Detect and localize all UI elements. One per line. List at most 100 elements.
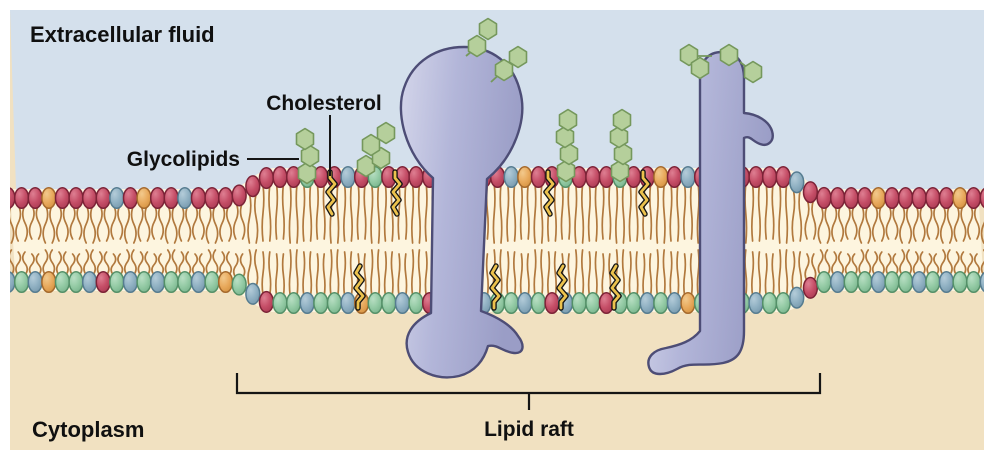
- label-extracellular-fluid: Extracellular fluid: [30, 22, 215, 47]
- cholesterol-molecule: [638, 169, 651, 217]
- glycolipid-hexagon: [555, 125, 575, 149]
- phospholipid-head: [10, 187, 16, 209]
- cholesterol-molecule: [543, 169, 556, 217]
- glycolipid-hexagon: [467, 34, 487, 58]
- glycolipid-hexagon: [690, 56, 710, 80]
- phospholipid-head: [925, 186, 941, 210]
- phospholipid-head: [95, 186, 111, 210]
- membrane-art: [10, 10, 984, 450]
- phospholipid-head: [122, 186, 139, 210]
- phospholipid-head: [54, 270, 71, 294]
- phospholipid-head: [27, 186, 43, 210]
- phospholipid-head: [789, 286, 805, 309]
- phospholipid-head: [802, 276, 819, 299]
- phospholipid-head: [925, 270, 941, 294]
- phospholipid-head: [802, 181, 819, 204]
- phospholipid-head: [258, 290, 275, 314]
- phospholipid-head: [952, 186, 968, 210]
- phospholipid-head: [13, 270, 30, 294]
- phospholipid-head: [163, 270, 179, 294]
- phospholipid-head: [653, 291, 669, 315]
- phospholipid-head: [245, 282, 261, 305]
- phospholipid-head: [938, 186, 955, 210]
- phospholipid-head: [163, 186, 179, 210]
- phospholipid-head: [789, 171, 805, 194]
- glycolipid-hexagon: [612, 108, 632, 132]
- phospholipid-head: [408, 165, 424, 189]
- phospholipid-head: [857, 270, 873, 294]
- phospholipid-head: [122, 270, 139, 294]
- phospholipid-head: [761, 291, 778, 315]
- glycolipid-hexagon: [679, 43, 699, 67]
- phospholipid-head: [136, 186, 152, 210]
- phospholipid-head: [897, 186, 914, 210]
- phospholipid-head: [816, 186, 832, 210]
- phospholipid-head: [204, 186, 220, 210]
- phospholipid-head: [979, 187, 984, 209]
- phospholipid-head: [245, 175, 261, 198]
- phospholipid-head: [299, 291, 315, 315]
- phospholipid-head: [639, 291, 655, 315]
- phospholipid-head: [13, 186, 30, 210]
- membrane-clipped-art: [10, 10, 984, 450]
- phospholipid-head: [884, 186, 900, 210]
- phospholipid-head: [938, 270, 955, 294]
- glycolipid-hexagon: [300, 144, 320, 168]
- phospholipid-head: [965, 186, 982, 210]
- phospholipid-head: [340, 165, 356, 189]
- phospholipid-head: [190, 270, 207, 294]
- phospholipid-head: [680, 165, 696, 189]
- transmembrane-protein-1: [399, 45, 524, 379]
- phospholipid-head: [258, 166, 275, 190]
- phospholipid-head: [217, 186, 234, 210]
- phospholipid-head: [952, 270, 968, 294]
- phospholipid-head: [585, 291, 601, 315]
- phospholipid-head: [571, 291, 587, 315]
- phospholipid-head: [666, 291, 683, 315]
- phospholipid-head: [95, 270, 111, 294]
- cholesterol-molecule: [390, 169, 403, 217]
- glycolipid-hexagon: [610, 159, 630, 183]
- phospholipid-head: [231, 273, 247, 296]
- glycolipid-molecules: [295, 17, 763, 185]
- phospholipid-head: [381, 291, 397, 315]
- phospholipid-head: [666, 165, 683, 189]
- phospholipid-head: [598, 291, 615, 315]
- phospholipid-head: [653, 165, 669, 189]
- phospholipid-head: [530, 165, 547, 189]
- phospholipid-head: [748, 165, 764, 189]
- glycolipid-hexagon: [609, 125, 629, 149]
- glycolipid-hexagon: [743, 60, 763, 84]
- phospholipid-head: [149, 186, 166, 210]
- phospholipid-head: [503, 291, 519, 315]
- phospholipid-head: [843, 186, 859, 210]
- glycolipid-hexagon: [556, 159, 576, 183]
- phospholipid-head: [680, 291, 696, 315]
- phospholipid-head: [177, 186, 193, 210]
- phospholipid-head: [394, 291, 411, 315]
- phospholipid-head: [68, 186, 84, 210]
- phospholipid-head: [775, 291, 791, 315]
- phospholipid-head: [965, 270, 982, 294]
- phospholipid-head: [857, 186, 873, 210]
- phospholipid-head: [217, 270, 234, 294]
- phospholipid-head: [41, 270, 57, 294]
- phospholipid-head: [884, 270, 900, 294]
- label-cholesterol: Cholesterol: [266, 92, 382, 115]
- phospholipid-head: [340, 291, 356, 315]
- glycolipid-hexagon: [478, 17, 498, 41]
- phospholipid-head: [272, 165, 288, 189]
- phospholipid-head: [27, 270, 43, 294]
- phospholipid-head: [761, 165, 778, 189]
- phospholipid-head: [81, 270, 98, 294]
- phospholipid-head: [517, 165, 533, 189]
- phospholipid-head: [911, 270, 927, 294]
- cholesterol-molecule: [353, 263, 366, 311]
- glycolipid-hexagon: [719, 43, 739, 67]
- phospholipid-head: [870, 186, 887, 210]
- diagram-labels: Extracellular fluid Cytoplasm Cholestero…: [30, 22, 574, 442]
- phospholipid-head: [748, 291, 764, 315]
- phospholipid-head: [625, 291, 642, 315]
- phospholipid-head: [911, 186, 927, 210]
